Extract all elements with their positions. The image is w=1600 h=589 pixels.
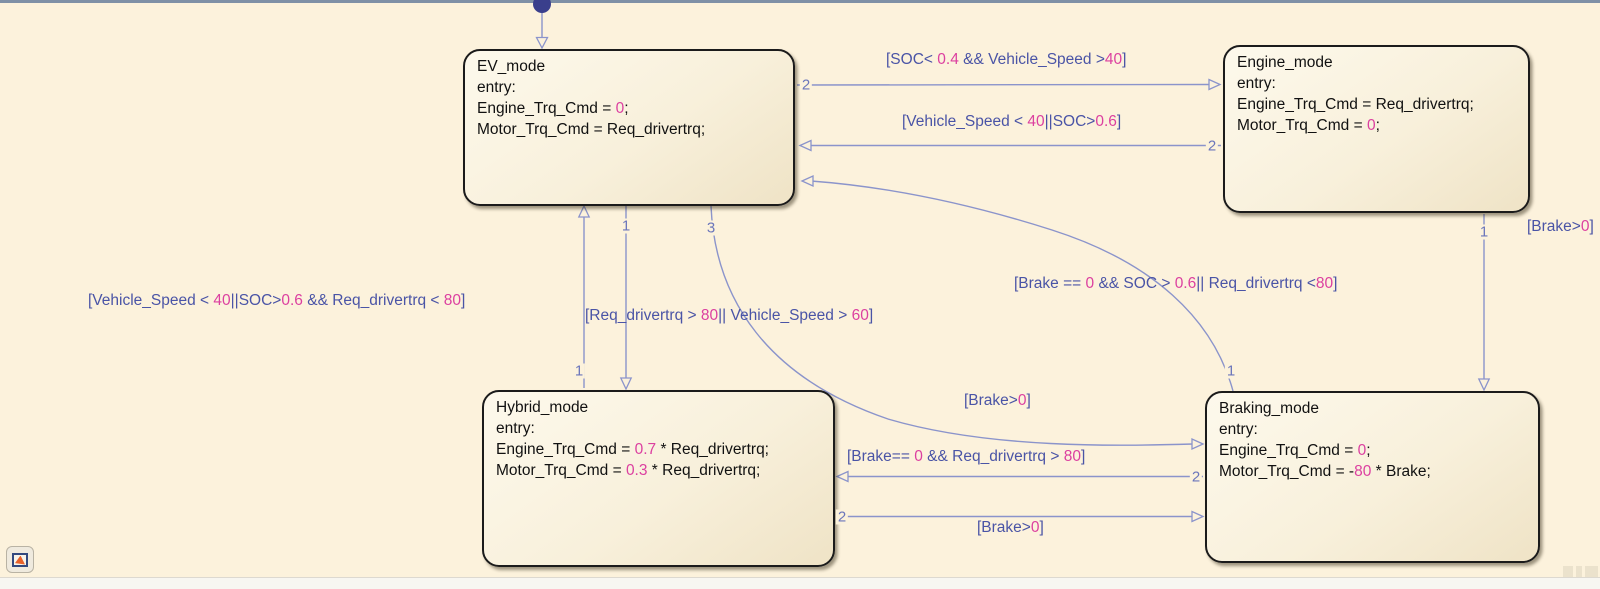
- arrowhead-into-braking-mid: [1191, 510, 1205, 523]
- state-action-line: Engine_Trq_Cmd = 0;: [477, 100, 629, 117]
- watermark-block: [1585, 566, 1598, 579]
- transition-label-hybrid-to-ev[interactable]: [Vehicle_Speed < 40||SOC>0.6 && Req_driv…: [88, 292, 466, 309]
- transition-ev-to-engine[interactable]: [796, 83, 1211, 86]
- state-action-line: Motor_Trq_Cmd = 0;: [1237, 117, 1380, 134]
- matlab-badge-button[interactable]: [6, 546, 34, 573]
- arrowhead-into-ev-curve: [800, 174, 814, 188]
- arrowhead-into-hybrid-top: [619, 377, 633, 391]
- order-badge-hybrid-to-braking: 2: [835, 508, 849, 526]
- state-entry-label: entry:: [1237, 75, 1276, 92]
- canvas-bottom-strip: [0, 577, 1600, 589]
- watermark-block: [1563, 566, 1573, 579]
- order-badge-ev-to-braking: 3: [704, 219, 718, 237]
- state-action-line: Motor_Trq_Cmd = -80 * Brake;: [1219, 463, 1431, 480]
- transition-ev-to-braking[interactable]: [710, 205, 1194, 446]
- order-badge-ev-to-hybrid: 1: [619, 217, 633, 235]
- order-badge-engine-to-braking: 1: [1477, 223, 1491, 241]
- order-badge-hybrid-to-ev: 1: [572, 362, 586, 380]
- transition-label-braking-to-ev[interactable]: [Brake == 0 && SOC > 0.6|| Req_drivertrq…: [1014, 275, 1338, 292]
- transition-label-ev-to-engine[interactable]: [SOC< 0.4 && Vehicle_Speed >40]: [886, 51, 1127, 68]
- state-action-line: Motor_Trq_Cmd = Req_drivertrq;: [477, 121, 706, 138]
- state-braking-mode[interactable]: Braking_mode entry: Engine_Trq_Cmd = 0; …: [1205, 391, 1540, 563]
- state-entry-label: entry:: [477, 79, 516, 96]
- arrowhead-into-hybrid-right: [835, 470, 849, 483]
- state-title: Hybrid_mode: [496, 399, 589, 416]
- watermark-block: [1576, 566, 1582, 579]
- matlab-logo-icon: [12, 552, 28, 567]
- transition-label-engine-to-ev[interactable]: [Vehicle_Speed < 40||SOC>0.6]: [902, 113, 1122, 130]
- default-transition-dot[interactable]: [533, 0, 551, 13]
- transition-label-ev-to-braking[interactable]: [Brake>0]: [964, 392, 1031, 409]
- state-entry-label: entry:: [1219, 421, 1258, 438]
- transition-label-braking-to-hybrid[interactable]: [Brake== 0 && Req_drivertrq > 80]: [847, 448, 1086, 465]
- state-action-line: Engine_Trq_Cmd = 0;: [1219, 442, 1371, 459]
- state-action-line: Engine_Trq_Cmd = Req_drivertrq;: [1237, 96, 1474, 113]
- order-badge-engine-to-ev: 2: [1205, 137, 1219, 155]
- arrowhead-into-braking-top: [1477, 378, 1491, 392]
- transition-braking-to-ev[interactable]: [810, 180, 1234, 392]
- transition-label-hybrid-to-braking[interactable]: [Brake>0]: [977, 519, 1044, 536]
- arrowhead-into-ev-bottom: [577, 204, 591, 218]
- arrowhead-into-braking-curve: [1191, 437, 1205, 451]
- state-title: EV_mode: [477, 58, 546, 75]
- transition-label-ev-to-hybrid[interactable]: [Req_drivertrq > 80|| Vehicle_Speed > 60…: [585, 307, 874, 324]
- chart-top-border: [0, 0, 1600, 3]
- transition-label-engine-to-braking[interactable]: [Brake>0]: [1527, 218, 1594, 235]
- state-action-line: Motor_Trq_Cmd = 0.3 * Req_drivertrq;: [496, 462, 761, 479]
- state-title: Braking_mode: [1219, 400, 1319, 417]
- arrowhead-default-into-ev: [535, 36, 549, 50]
- order-badge-braking-to-ev: 1: [1224, 362, 1238, 380]
- state-engine-mode[interactable]: Engine_mode entry: Engine_Trq_Cmd = Req_…: [1223, 45, 1530, 213]
- state-entry-label: entry:: [496, 420, 535, 437]
- state-ev-mode[interactable]: EV_mode entry: Engine_Trq_Cmd = 0; Motor…: [463, 49, 795, 206]
- state-action-line: Engine_Trq_Cmd = 0.7 * Req_drivertrq;: [496, 441, 769, 458]
- arrowhead-into-engine: [1208, 78, 1222, 91]
- order-badge-ev-to-engine: 2: [799, 76, 813, 94]
- arrowhead-into-ev-left-top: [798, 139, 812, 152]
- state-hybrid-mode[interactable]: Hybrid_mode entry: Engine_Trq_Cmd = 0.7 …: [482, 390, 835, 567]
- order-badge-braking-to-hybrid: 2: [1189, 468, 1203, 486]
- state-title: Engine_mode: [1237, 54, 1333, 71]
